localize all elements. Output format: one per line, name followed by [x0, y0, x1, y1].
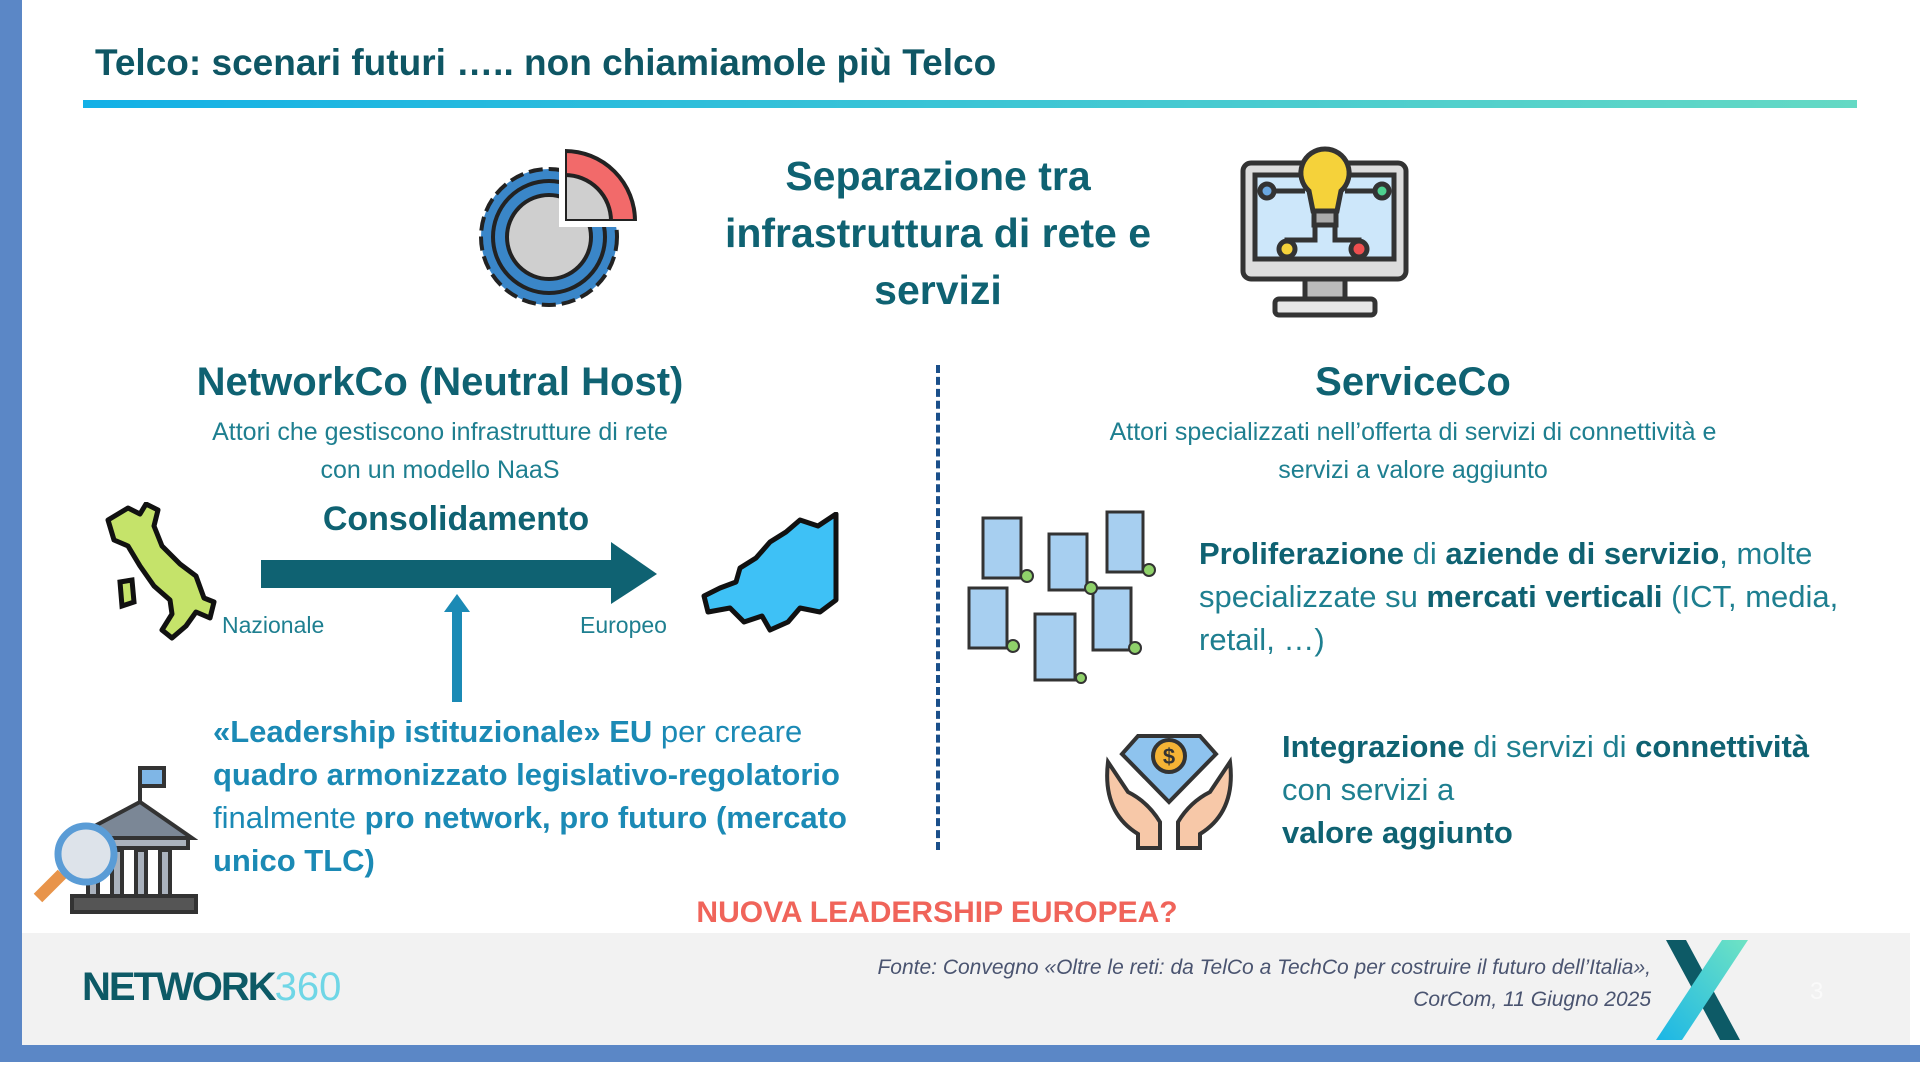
text-bold: quadro armonizzato legislativo-regolator… [213, 757, 840, 792]
proliferation-text: Proliferazione di aziende di servizio, m… [1199, 532, 1899, 661]
left-frame-bar [0, 0, 22, 1062]
serviceco-heading: ServiceCo [1315, 360, 1511, 404]
page-number: 3 [1810, 978, 1824, 1005]
text: di [1404, 536, 1446, 571]
footer [22, 933, 1910, 1045]
text-bold: pro network, pro futuro (mercato unico T… [213, 800, 847, 878]
european-label: Europeo [580, 612, 667, 638]
slide [22, 0, 1920, 1045]
network360-logo: NETWORK360 [82, 965, 341, 1010]
text: , molte specializzate su [1199, 536, 1813, 614]
italy-map-icon [105, 502, 217, 641]
text: per creare [652, 714, 803, 749]
section-divider [936, 365, 940, 850]
text: (ICT, media, retail, …) [1199, 579, 1839, 657]
consolidation-arrow [261, 542, 657, 604]
networkco-heading: NetworkCo (Neutral Host) [196, 360, 684, 404]
text-bold: Proliferazione [1199, 536, 1404, 571]
europe-map-icon [701, 512, 839, 633]
source-citation: Fonte: Convegno «Oltre le reti: da TelCo… [700, 952, 1651, 1016]
serviceco-subtitle: Attori specializzati nell’offerta di ser… [1000, 413, 1826, 489]
networkco-subtitle: Attori che gestiscono infrastrutture di … [90, 413, 790, 489]
buildings-icon [967, 510, 1156, 684]
callout-question: NUOVA LEADERSHIP EUROPEA? [696, 896, 1178, 929]
subtitle-line: Attori che gestiscono infrastrutture di … [212, 418, 668, 446]
institution-search-icon [33, 766, 198, 914]
source-line: CorCom, 11 Giugno 2025 [1413, 988, 1651, 1011]
text-bold: valore aggiunto [1282, 815, 1513, 850]
svg-text:$: $ [1163, 744, 1175, 769]
slide-title: Telco: scenari futuri ….. non chiamiamol… [95, 42, 997, 83]
center-heading: Separazione tra infrastruttura di rete e… [724, 153, 1152, 313]
text-bold: aziende di servizio [1445, 536, 1720, 571]
text-bold: Integrazione [1282, 729, 1465, 764]
monitor-lightbulb-icon [1240, 146, 1409, 318]
subtitle-line: Attori specializzati nell’offerta di ser… [1109, 418, 1717, 446]
text: con servizi a [1282, 772, 1455, 807]
gear-chart-icon [479, 145, 639, 307]
text-bold: «Leadership istituzionale» EU [213, 714, 653, 749]
text: di servizi di [1464, 729, 1636, 764]
source-line: Fonte: Convegno «Oltre le reti: da TelCo… [877, 956, 1651, 979]
text: finalmente [213, 800, 365, 835]
bottom-frame-bar [0, 1045, 1920, 1062]
logo-number: 360 [274, 965, 342, 1009]
logo-word: NETWORK [82, 965, 277, 1009]
upward-arrow [444, 594, 470, 702]
text-bold: connettività [1635, 729, 1810, 764]
leadership-text: «Leadership istituzionale» EU per creare… [213, 710, 873, 882]
integration-text: Integrazione di servizi di connettività … [1282, 725, 1842, 854]
national-label: Nazionale [222, 612, 325, 638]
text-bold: mercati verticali [1426, 579, 1663, 614]
subtitle-line: servizi a valore aggiunto [1278, 456, 1548, 484]
hands-diamond-icon: $ [1105, 734, 1233, 850]
consolidation-label: Consolidamento [322, 500, 590, 538]
title-underline [83, 100, 1857, 108]
subtitle-line: con un modello NaaS [320, 456, 560, 484]
x-brand-logo [1656, 940, 1748, 1040]
